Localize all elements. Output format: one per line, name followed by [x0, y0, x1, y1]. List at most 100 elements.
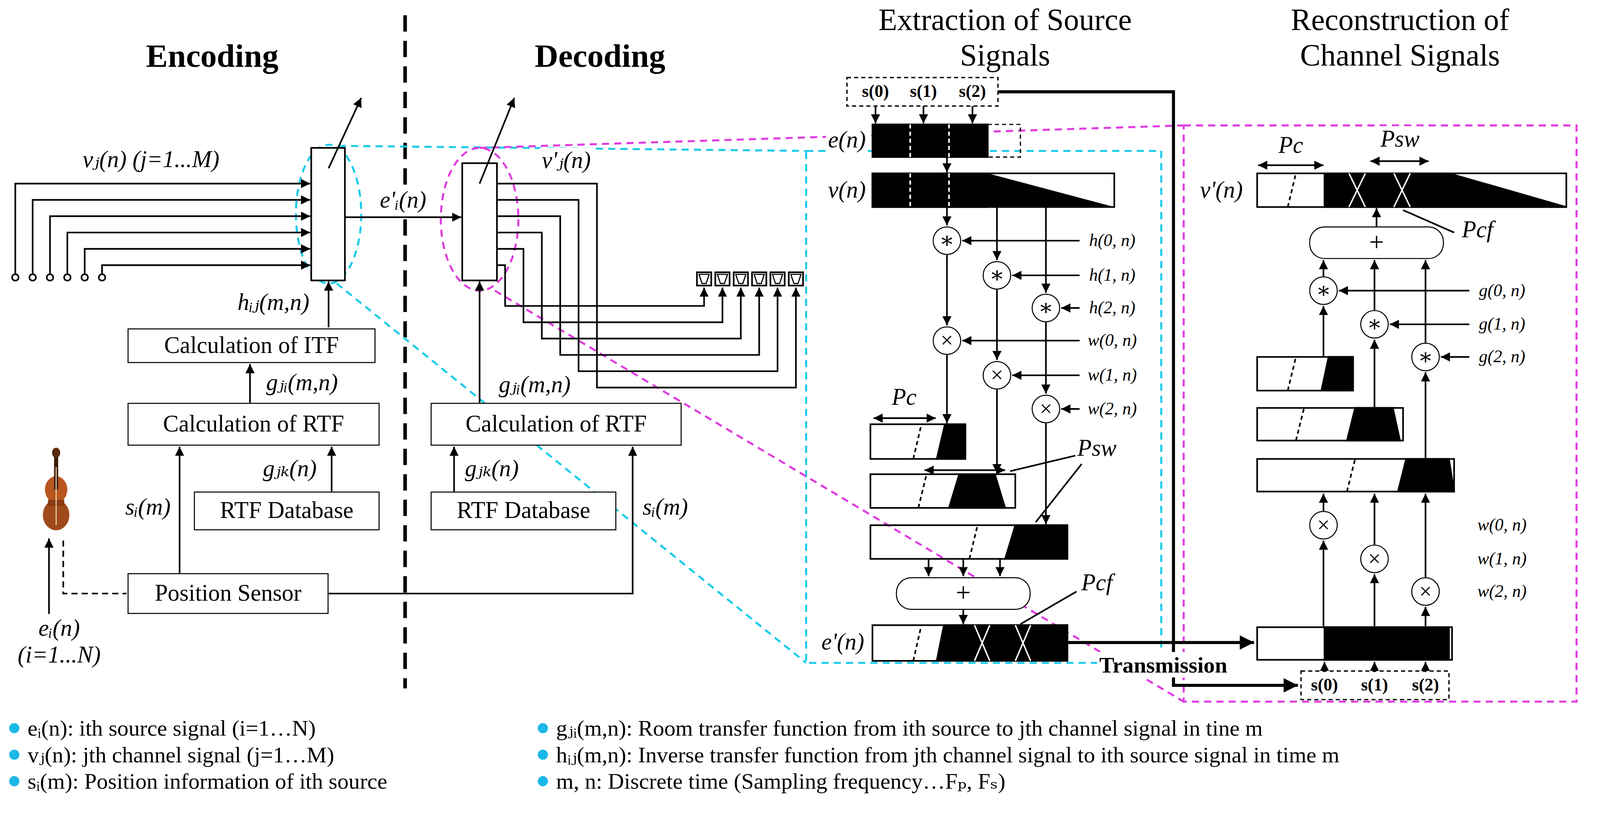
- line-art: [927, 559, 930, 577]
- line-art: [873, 417, 936, 420]
- section-heading: Decoding: [532, 37, 668, 75]
- legend-note: vⱼ(n): jth channel signal (j=1…M): [25, 742, 337, 769]
- connector-arrow: [330, 446, 333, 492]
- line-art: [1258, 164, 1324, 167]
- line-art: [698, 274, 709, 284]
- line-art: [996, 207, 998, 261]
- line-art: [969, 525, 978, 560]
- line-art: [537, 723, 548, 734]
- signal-label: w(1, n): [1475, 549, 1529, 570]
- process-box: Calculation of ITF: [127, 328, 376, 364]
- signal-label: Psw: [1378, 126, 1422, 154]
- line-art: [1424, 607, 1427, 627]
- line-art: [344, 216, 462, 219]
- signal-label: gⱼₖ(n): [462, 456, 521, 484]
- line-art: [1301, 671, 1450, 700]
- connector-arrow: [178, 446, 181, 574]
- section-heading: Extraction of Source Signals: [865, 2, 1145, 73]
- line-art: [67, 232, 311, 274]
- line-art: [327, 281, 330, 328]
- line-art: [936, 625, 1068, 662]
- line-art: [872, 124, 988, 158]
- line-art: [1061, 408, 1080, 411]
- operator-circle: ∗: [982, 261, 1012, 290]
- line-art: [946, 157, 948, 173]
- node-text: ∗: [1417, 346, 1434, 369]
- node-text: Calculation of RTF: [465, 411, 647, 438]
- operator-circle: ∗: [932, 226, 961, 255]
- legend-note: m, n: Discrete time (Sampling frequency……: [554, 768, 1008, 795]
- process-box: Calculation of RTF: [127, 402, 380, 446]
- line-art: [1321, 356, 1354, 391]
- operator-circle: ×: [1360, 545, 1389, 574]
- legend-note: hᵢⱼ(m,n): Inverse transfer function from…: [554, 742, 1342, 769]
- operator-circle: ×: [1411, 577, 1440, 607]
- line-art: [336, 283, 807, 664]
- line-art: [537, 776, 548, 787]
- signal-label: sᵢ(m): [123, 494, 173, 523]
- line-art: [29, 274, 36, 281]
- line-art: [1287, 173, 1297, 208]
- legend-note: gⱼᵢ(m,n): Room transfer function from it…: [554, 715, 1265, 742]
- line-art: [974, 625, 1031, 662]
- line-art: [1035, 464, 1082, 523]
- line-art: [1322, 494, 1325, 512]
- line-art: [1324, 173, 1567, 208]
- process-box: Calculation of RTF: [430, 402, 682, 446]
- line-art: [996, 389, 998, 474]
- line-art: [63, 274, 71, 281]
- line-art: [1010, 455, 1079, 472]
- signal-label: e'ᵢ(n): [377, 187, 429, 215]
- section-heading: Encoding: [143, 37, 281, 75]
- operator-circle: ×: [932, 326, 961, 355]
- signal-label: s(1): [1358, 675, 1390, 696]
- legend-note: eᵢ(n): ith source signal (i=1…N): [25, 715, 318, 742]
- line-art: [1322, 540, 1325, 627]
- node-text: ∗: [939, 229, 955, 253]
- node-text: Position Sensor: [154, 580, 302, 607]
- line-art: [846, 77, 998, 107]
- line-art: [478, 281, 481, 404]
- operator-circle: ∗: [1411, 342, 1440, 372]
- signal-label: v(n): [825, 177, 868, 205]
- line-art: [806, 150, 1162, 664]
- signal-label: Pc: [889, 384, 919, 412]
- line-art: [962, 239, 1080, 242]
- line-art: [962, 339, 1080, 342]
- line-art: [772, 274, 783, 284]
- adder-node: +: [1309, 226, 1444, 260]
- line-art: [790, 274, 801, 284]
- line-art: [696, 272, 711, 286]
- line-art: [537, 749, 548, 760]
- line-art: [924, 469, 1006, 472]
- line-art: [46, 274, 54, 281]
- node-text: ∗: [1038, 296, 1054, 320]
- connector-arrow: [1322, 260, 1325, 277]
- line-art: [913, 424, 922, 460]
- line-art: [496, 183, 796, 388]
- process-box: RTF Database: [430, 491, 617, 531]
- line-art: [328, 97, 362, 169]
- signal-label: h(1, n): [1087, 265, 1138, 286]
- signal-label: gⱼᵢ(m,n): [264, 370, 341, 398]
- line-art: [55, 467, 57, 526]
- signal-label: v'(n): [1197, 177, 1245, 205]
- line-art: [43, 448, 70, 531]
- node-text: RTF Database: [219, 497, 354, 525]
- signal-label: w(0, n): [1085, 331, 1139, 352]
- line-art: [1389, 323, 1470, 326]
- line-art: [770, 272, 785, 286]
- line-art: [872, 173, 988, 208]
- line-art: [1375, 208, 1378, 227]
- node-text: ∗: [1315, 279, 1332, 303]
- line-art: [403, 15, 408, 689]
- line-art: [735, 274, 746, 284]
- signal-label: w(1, n): [1085, 365, 1139, 386]
- line-art: [479, 97, 515, 184]
- line-art: [946, 207, 948, 226]
- line-art: [295, 145, 362, 284]
- line-art: [1338, 290, 1470, 292]
- line-art: [101, 265, 311, 274]
- line-art: [462, 163, 497, 281]
